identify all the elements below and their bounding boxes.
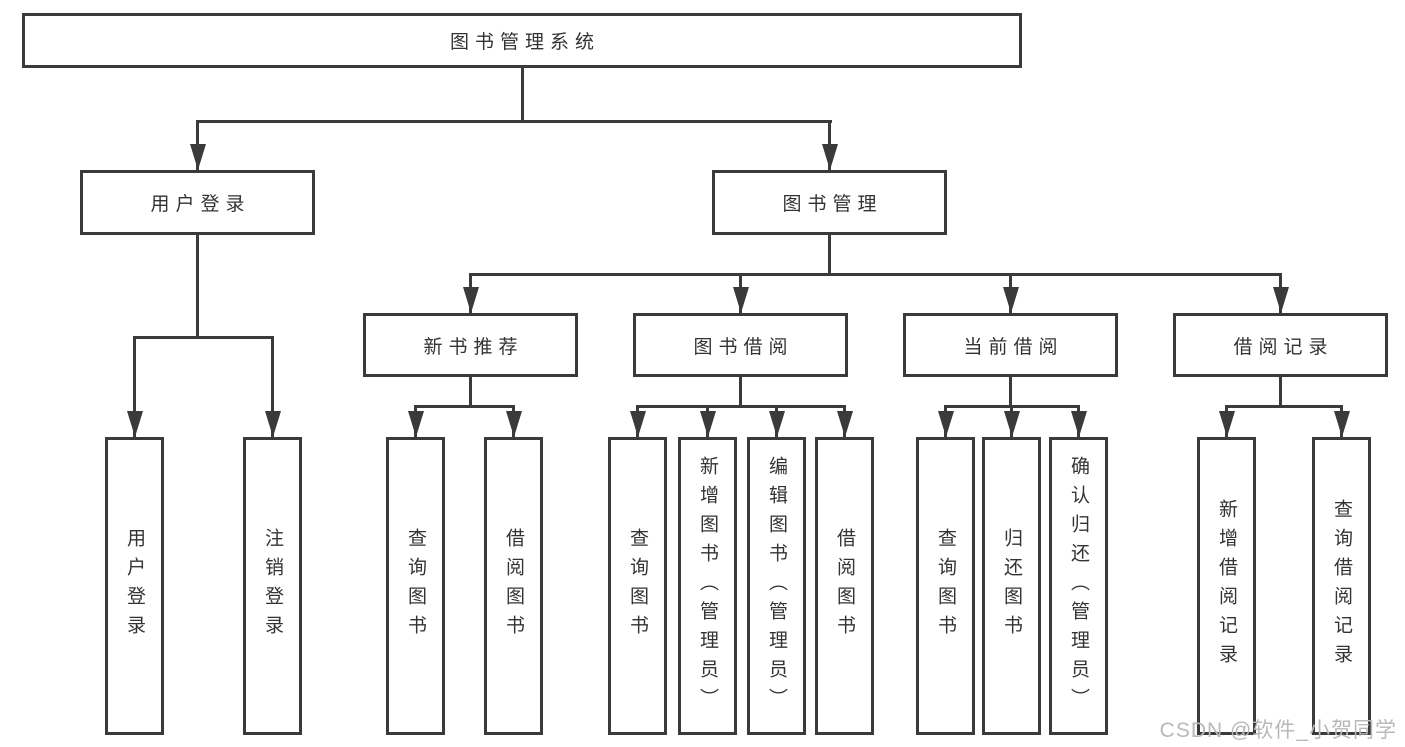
connector-root-drop [521,68,524,120]
node-user-login: 用户登录 [80,170,315,235]
node-root: 图书管理系统 [22,13,1022,68]
arrowhead-icon [837,411,853,437]
arrowhead-icon [700,411,716,437]
node-new-book-recommend: 新书推荐 [363,313,578,377]
connector-user-login-drop [196,235,199,336]
leaf-borrow-book-2: 借阅图书 [815,437,874,735]
node-borrow-records: 借阅记录 [1173,313,1388,377]
leaf-add-book: 新增图书（管理员） [678,437,737,735]
node-current-borrow: 当前借阅 [903,313,1118,377]
arrowhead-icon [938,411,954,437]
connector-new-book-rail [414,405,515,408]
leaf-return-book: 归还图书 [982,437,1041,735]
arrowhead-icon [1334,411,1350,437]
arrowhead-icon [1219,411,1235,437]
leaf-logout: 注销登录 [243,437,302,735]
arrowhead-icon [769,411,785,437]
leaf-confirm-return: 确认归还（管理员） [1049,437,1108,735]
node-book-management: 图书管理 [712,170,947,235]
connector-book-management-drop [828,235,831,273]
leaf-query-record: 查询借阅记录 [1312,437,1371,735]
connector-book-borrow-rail [636,405,846,408]
leaf-query-book-3: 查询图书 [916,437,975,735]
arrowhead-icon [190,144,206,170]
arrowhead-icon [1003,287,1019,313]
arrowhead-icon [1004,411,1020,437]
connector-level2-rail [196,120,832,123]
arrowhead-icon [733,287,749,313]
leaf-add-record: 新增借阅记录 [1197,437,1256,735]
arrowhead-icon [127,411,143,437]
leaf-borrow-book-1: 借阅图书 [484,437,543,735]
connector-level3-rail [469,273,1282,276]
connector-borrow-records-rail [1225,405,1343,408]
leaf-edit-book: 编辑图书（管理员） [747,437,806,735]
arrowhead-icon [408,411,424,437]
leaf-query-book-1: 查询图书 [386,437,445,735]
arrowhead-icon [630,411,646,437]
connector-stub-leaf [133,336,136,437]
connector-borrow-records-drop [1279,377,1282,405]
connector-stub-leaf [271,336,274,437]
arrowhead-icon [265,411,281,437]
connector-book-borrow-drop [739,377,742,405]
connector-new-book-drop [469,377,472,405]
arrowhead-icon [506,411,522,437]
leaf-query-book-2: 查询图书 [608,437,667,735]
arrowhead-icon [1071,411,1087,437]
leaf-user-login: 用户登录 [105,437,164,735]
arrowhead-icon [1273,287,1289,313]
arrowhead-icon [463,287,479,313]
arrowhead-icon [822,144,838,170]
csdn-watermark: CSDN @软件_小贺同学 [1159,719,1397,742]
node-book-borrow: 图书借阅 [633,313,848,377]
connector-current-borrow-drop [1009,377,1012,405]
connector-user-login-rail [133,336,274,339]
